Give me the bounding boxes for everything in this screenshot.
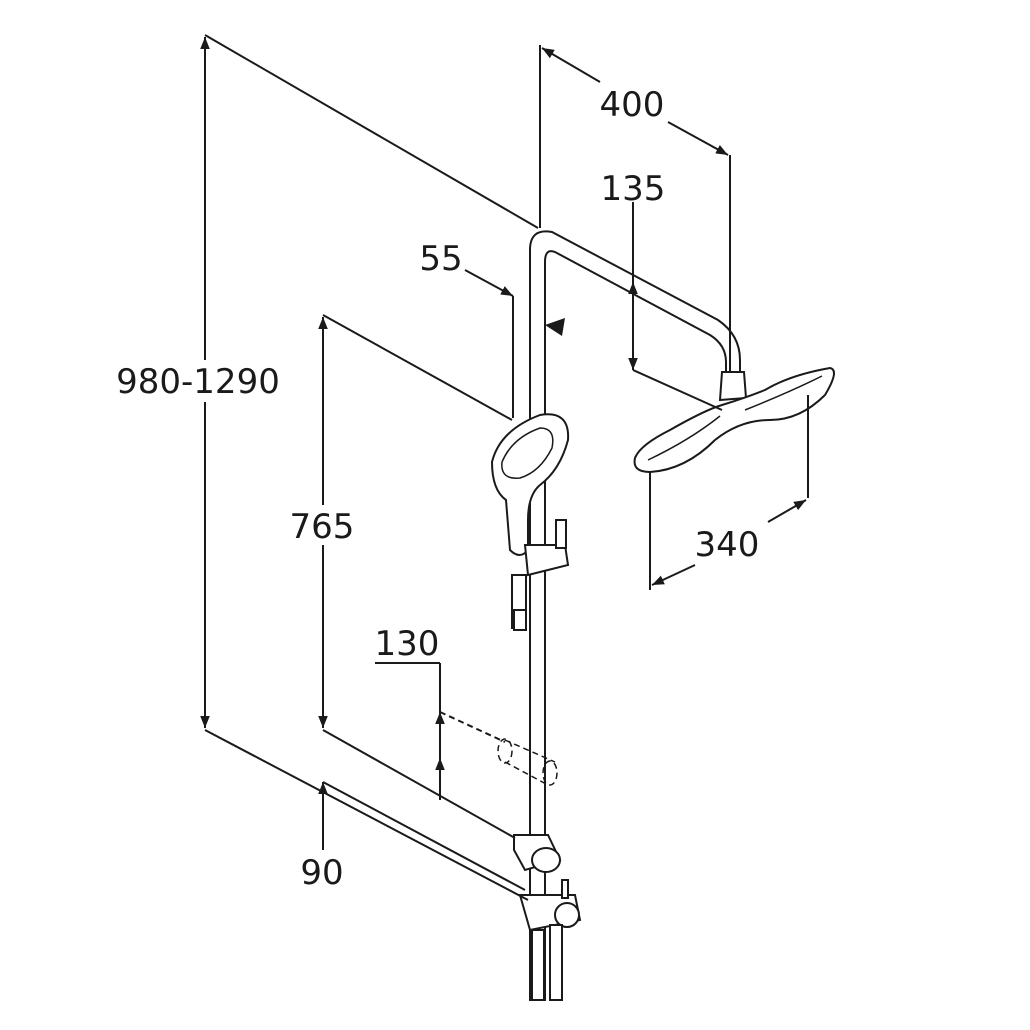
slider-holder [513,519,570,873]
dimension-label-rail-offset: 55 [419,239,462,279]
dimension-label-overall-height: 980-1290 [116,362,280,402]
dimension-clamp-range: 130 [375,624,506,800]
dimension-label-arm-length: 400 [600,85,665,125]
dimension-label-hand-shower-height: 765 [290,507,355,547]
mixer-valve [518,879,582,1001]
dimension-label-bottom-offset: 90 [300,853,343,893]
overhead-shower-head [633,366,835,474]
dimension-label-arm-drop: 135 [601,169,666,209]
dimension-arm-drop: 135 [601,169,723,411]
dimension-overall-height: 980-1290 [115,34,539,901]
hand-shower [490,413,570,631]
dimension-head-width: 340 [649,395,809,590]
dimension-label-clamp-range: 130 [375,624,440,664]
dimension-label-head-width: 340 [695,525,760,565]
dashed-clamp [497,738,558,786]
dimension-arm-length: 400 [539,45,731,372]
dimension-bottom-offset: 90 [300,781,526,893]
dimension-hand-shower-height: 765 [285,314,516,839]
dimension-rail-offset: 55 [419,239,565,418]
